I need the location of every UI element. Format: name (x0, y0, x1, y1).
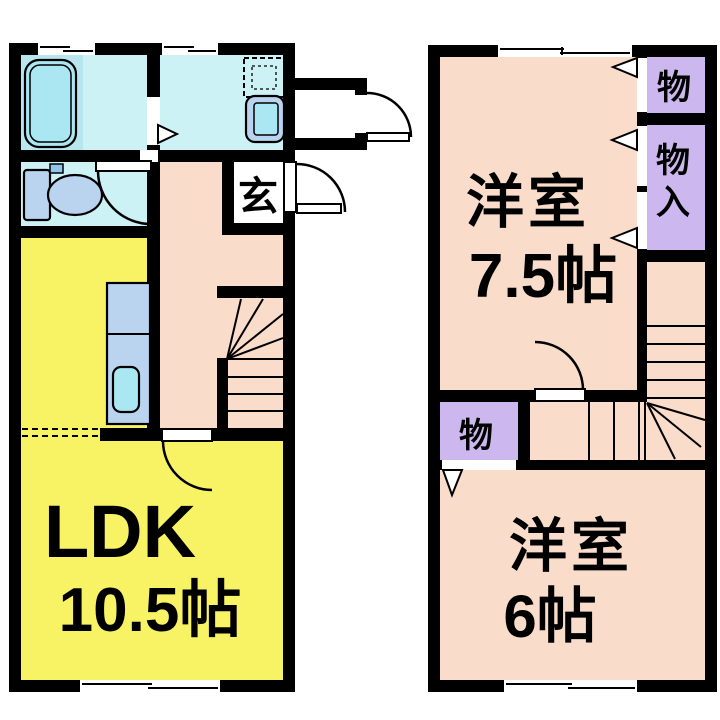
porch-door-jamb-tick (355, 90, 367, 95)
closet-tall-label-char2: 入 (656, 184, 690, 222)
wall (637, 250, 717, 262)
closet-tall-floor (647, 125, 705, 250)
wall (428, 45, 440, 692)
bathtub (23, 58, 78, 149)
staircase-2f (588, 325, 706, 460)
entrance-door-leaf-closed (283, 161, 297, 213)
wall (9, 226, 160, 238)
wall (705, 45, 717, 692)
bathroom-door-swing-marker (157, 123, 180, 145)
closet-door-swing-marker (609, 128, 638, 152)
wall (222, 223, 295, 235)
ldk-door-swing-arc (161, 440, 213, 492)
ldk-door-leaf (161, 428, 213, 442)
wall (9, 43, 21, 692)
wall (283, 43, 295, 692)
bathtub-inner-line (29, 64, 72, 143)
room75-label: 洋室 (466, 170, 590, 235)
toilet-door-leaf (95, 160, 152, 172)
ldk-room-size: 10.5帖 (59, 576, 242, 645)
wall (440, 390, 535, 402)
wall (212, 428, 295, 441)
closet-top-label: 物 (657, 69, 691, 107)
wall (647, 113, 705, 125)
toilet-bowl (46, 173, 104, 217)
closet-door-swing-marker (441, 469, 464, 498)
room75-size: 7.5帖 (469, 242, 617, 311)
wall (100, 428, 163, 441)
entrance-porch-floor (295, 90, 357, 138)
kitchen-sink (111, 365, 141, 414)
wall (217, 358, 228, 441)
window (80, 680, 220, 692)
staircase-1f (226, 298, 284, 412)
first-floor-plan: LDK 10.5帖 玄 (9, 43, 413, 692)
porch-door-jamb-tick (355, 133, 367, 138)
wash-basin-bowl (253, 102, 279, 136)
entrance-label: 玄 (238, 175, 278, 219)
closet-top-floor (647, 57, 705, 113)
washing-machine-pan-inner (251, 65, 277, 90)
porch-door-jamb (355, 90, 367, 138)
ldk-room-label: LDK (44, 490, 196, 573)
room75-door-swing-arc (534, 340, 585, 391)
wall (585, 390, 647, 402)
toilet-tank (22, 168, 52, 222)
closet-lower-door-opening (442, 460, 516, 470)
toilet-faucet-box (49, 163, 64, 174)
toilet-door-swing-arc (96, 170, 152, 226)
room6-label: 洋室 (509, 514, 633, 579)
window (38, 43, 95, 55)
wall (295, 138, 367, 150)
room75-door-leaf (534, 388, 586, 402)
wall (222, 150, 234, 235)
bathroom-door-opening (147, 97, 160, 145)
closet-top-door-opening (637, 58, 647, 112)
wall (428, 460, 442, 470)
closet-door-swing-marker (610, 56, 638, 79)
wall (516, 460, 705, 470)
closet-tall-door-divider-tick (637, 186, 647, 192)
window (162, 43, 218, 55)
western-room-6-floor (440, 470, 705, 680)
closet-tall-label-char1: 物 (656, 142, 690, 180)
entrance-floor (234, 162, 283, 223)
ldk-floor (21, 440, 283, 680)
window (498, 45, 632, 57)
closet-lower-label: 物 (459, 417, 493, 455)
entrance-door-leaf-open (296, 203, 342, 214)
porch-door-swing-arc (366, 91, 413, 138)
wall (295, 78, 367, 90)
wall (637, 250, 647, 402)
entrance-door-swing-arc (296, 162, 347, 213)
room6-size: 6帖 (503, 583, 596, 650)
second-floor-plan: 洋室 7.5帖 物 物 入 物 洋室 6帖 (428, 45, 717, 692)
window (504, 680, 637, 692)
wall (217, 286, 295, 298)
porch-door-leaf (366, 132, 410, 142)
closet-lower-floor (440, 402, 518, 460)
wall (518, 402, 530, 470)
closet-door-swing-marker (609, 226, 638, 250)
wall-corner-opening (140, 150, 158, 162)
